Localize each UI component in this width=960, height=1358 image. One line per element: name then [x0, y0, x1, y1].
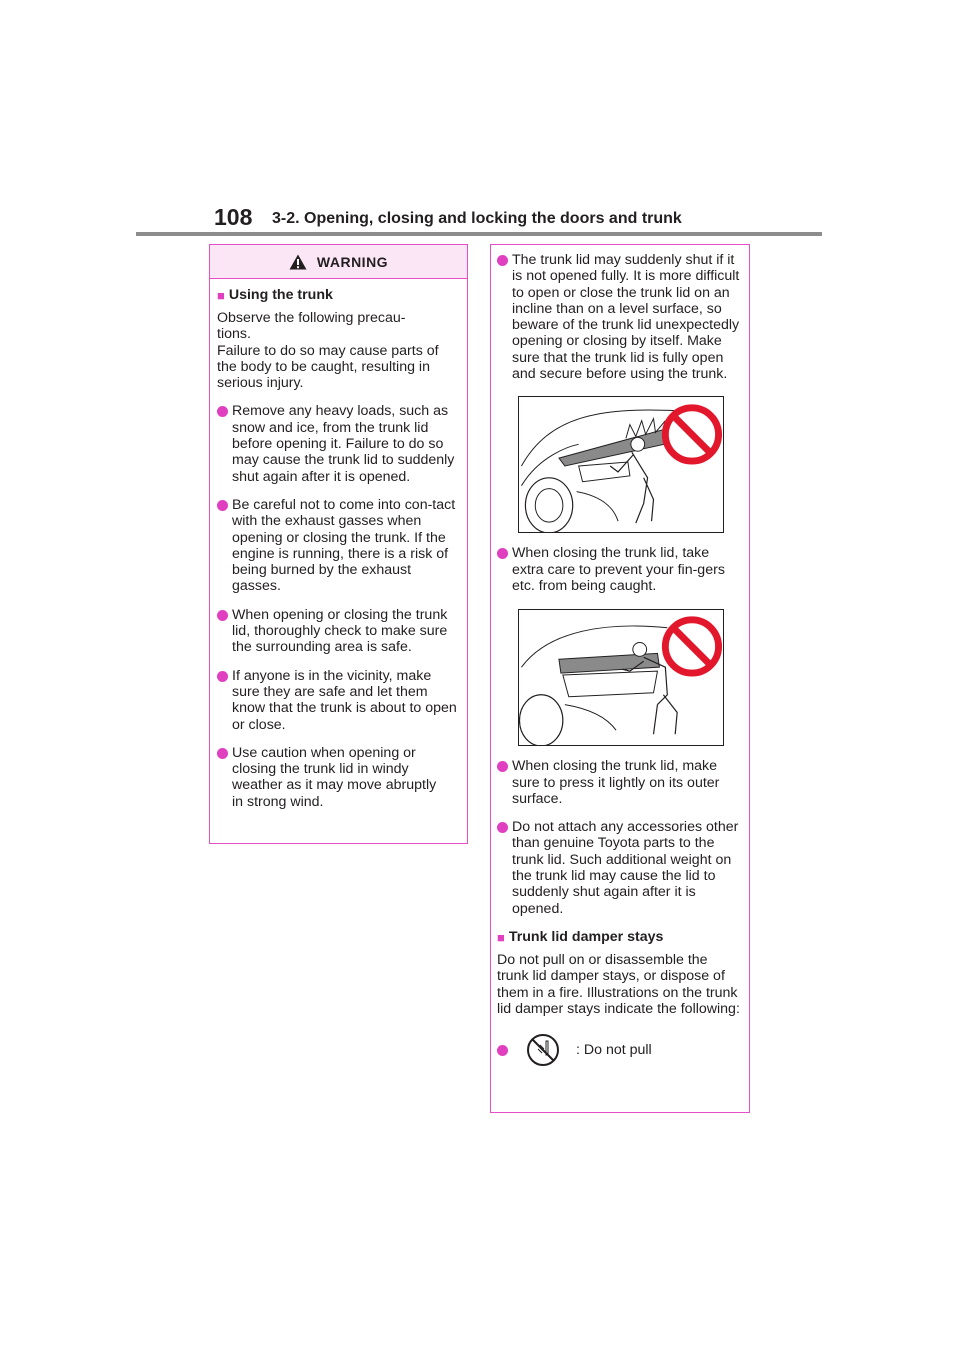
- using-trunk-heading: ■ Using the trunk: [217, 287, 460, 304]
- heading-text: Trunk lid damper stays: [508, 928, 664, 945]
- heading-text: Using the trunk: [228, 287, 333, 303]
- list-item: If anyone is in the vicinity, make sure …: [217, 668, 460, 733]
- round-bullet-icon: [497, 1044, 508, 1056]
- list-item-text: When closing the trunk lid, make sure to…: [512, 758, 720, 807]
- damper-stays-heading: ■ Trunk lid damper stays: [497, 929, 743, 946]
- list-item: When closing the trunk lid, make sure to…: [497, 758, 743, 807]
- list-item: The trunk lid may suddenly shut if it is…: [497, 252, 743, 382]
- round-bullet-icon: [217, 747, 228, 759]
- intro-text-2: Failure to do so may cause parts of the …: [217, 342, 439, 392]
- square-bullet-icon: ■: [497, 929, 505, 945]
- list-item: When closing the trunk lid, take extra c…: [497, 545, 743, 594]
- round-bullet-icon: [217, 406, 228, 418]
- round-bullet-icon: [497, 255, 508, 266]
- warning-header: WARNING: [210, 245, 467, 279]
- list-item: Remove any heavy loads, such as snow and…: [217, 403, 460, 485]
- round-bullet-icon: [217, 499, 228, 511]
- list-item: Be careful not to come into con-tact wit…: [217, 497, 460, 595]
- list-item-text: Do not attach any accessories other than…: [512, 819, 739, 917]
- round-bullet-icon: [217, 670, 228, 682]
- list-item: Do not attach any accessories other than…: [497, 819, 743, 917]
- warning-continuation-box: The trunk lid may suddenly shut if it is…: [490, 244, 750, 1113]
- page-number: 108: [214, 204, 253, 230]
- square-bullet-icon: ■: [217, 288, 225, 303]
- list-item-text: Remove any heavy loads, such as snow and…: [232, 403, 455, 485]
- warning-box: WARNING ■ Using the trunk Observe the fo…: [209, 244, 468, 844]
- list-item-text: Use caution when opening or closing the …: [232, 744, 437, 810]
- list-item: Use caution when opening or closing the …: [217, 745, 460, 810]
- warning-triangle-icon: [289, 254, 307, 269]
- trunk-lid-falling-illustration: [518, 396, 724, 534]
- legend-label: : Do not pull: [576, 1042, 652, 1059]
- legend-row: : Do not pull: [497, 1033, 743, 1067]
- damper-stays-text: Do not pull on or disassemble the trunk …: [497, 951, 740, 1017]
- list-item-text: When opening or closing the trunk lid, t…: [232, 606, 448, 656]
- list-item: When opening or closing the trunk lid, t…: [217, 607, 460, 656]
- list-item-text: Be careful not to come into con-tact wit…: [232, 496, 456, 595]
- intro-text: Observe the following precau-tions.: [217, 310, 406, 343]
- round-bullet-icon: [497, 548, 508, 560]
- finger-caught-illustration: [518, 609, 724, 747]
- do-not-pull-icon: [527, 1034, 559, 1067]
- list-item-text: If anyone is in the vicinity, make sure …: [232, 667, 457, 733]
- warning-label: WARNING: [316, 253, 389, 270]
- round-bullet-icon: [497, 822, 508, 834]
- round-bullet-icon: [217, 609, 228, 621]
- list-item-text: The trunk lid may suddenly shut if it is…: [512, 252, 740, 383]
- section-title: 3-2. Opening, closing and locking the do…: [272, 210, 682, 227]
- header-rule: [136, 232, 822, 236]
- list-item-text: When closing the trunk lid, take extra c…: [512, 545, 725, 594]
- round-bullet-icon: [497, 761, 508, 773]
